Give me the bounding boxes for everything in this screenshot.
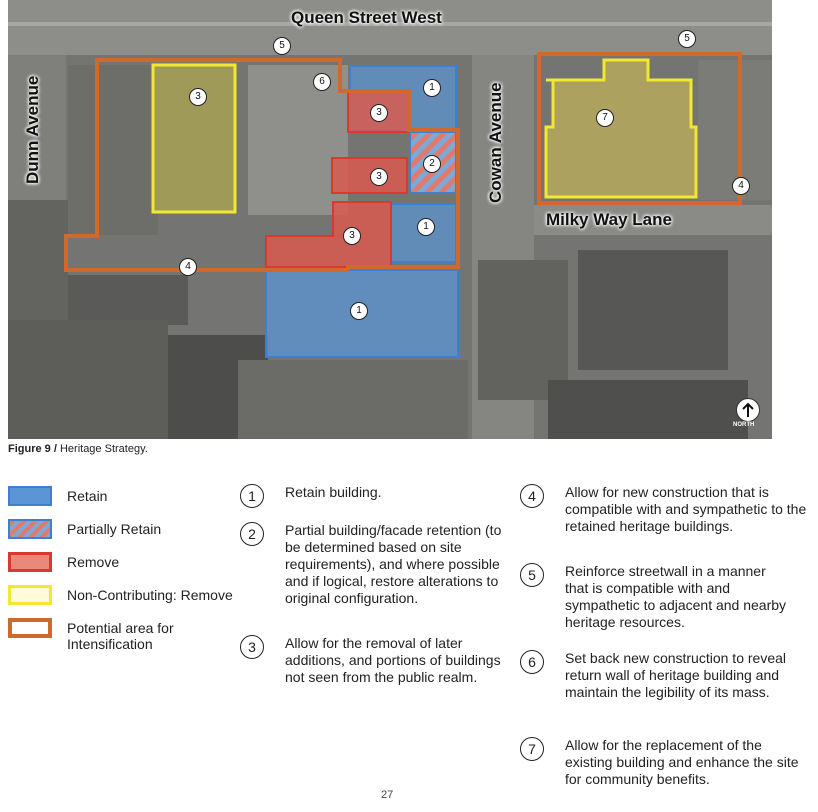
legend-label-retain: Retain <box>67 488 108 504</box>
note-text: Partial building/facade retention (to be… <box>285 522 502 606</box>
legend-swatch-intensification <box>8 618 52 638</box>
aerial-map: Queen Street West Dunn Avenue Cowan Aven… <box>8 0 772 439</box>
legend-label-partially-retain: Partially Retain <box>67 521 162 537</box>
note-text: Allow for the removal of later additions… <box>285 635 501 685</box>
note-number: 5 <box>520 563 544 587</box>
legend-swatch-non-contributing <box>8 585 52 605</box>
street-label-dunn-avenue: Dunn Avenue <box>23 75 42 184</box>
map-marker-5a: 5 <box>273 37 291 55</box>
map-marker-3-top: 3 <box>370 104 388 122</box>
map-marker-1-bottom: 1 <box>350 302 368 320</box>
note-number: 2 <box>240 522 264 546</box>
note-number: 6 <box>520 650 544 674</box>
note-text: Allow for the replacement of the existin… <box>565 737 799 787</box>
note-number: 7 <box>520 737 544 761</box>
note-text: Allow for new construction that is compa… <box>565 484 807 534</box>
legend-label-non-contributing: Non-Contributing: Remove <box>67 587 233 603</box>
north-arrow-icon <box>736 398 760 422</box>
map-marker-4-west: 4 <box>179 258 197 276</box>
note-text: Reinforce streetwall in a manner that is… <box>565 563 787 630</box>
legend-swatch-partially-retain <box>8 519 52 539</box>
map-marker-5b: 5 <box>678 30 696 48</box>
legend-label-remove: Remove <box>67 554 120 570</box>
legend-label-intensification: Potential area for Intensification <box>67 620 174 652</box>
note-number: 4 <box>520 484 544 508</box>
street-label-queen-street-west: Queen Street West <box>291 8 442 27</box>
map-marker-1-middle: 1 <box>417 218 435 236</box>
page-number: 27 <box>381 789 394 801</box>
north-label: NORTH <box>733 422 755 428</box>
note-text: Retain building. <box>285 484 382 500</box>
map-marker-3-middle: 3 <box>370 168 388 186</box>
street-label-milky-way-lane: Milky Way Lane <box>546 210 672 229</box>
legend-swatch-retain <box>8 486 52 506</box>
figure-caption: Figure 9 / Heritage Strategy. <box>8 443 148 455</box>
map-marker-1-top: 1 <box>423 79 441 97</box>
map-marker-3-west: 3 <box>189 88 207 106</box>
note-number: 3 <box>240 635 264 659</box>
note-number: 1 <box>240 484 264 508</box>
map-graphic <box>8 0 772 439</box>
figure-caption-text: Heritage Strategy. <box>59 443 148 455</box>
street-label-cowan-avenue: Cowan Avenue <box>486 82 505 203</box>
figure-caption-label: Figure 9 / <box>8 443 57 455</box>
map-marker-3-lower: 3 <box>343 227 361 245</box>
map-marker-4-east: 4 <box>732 177 750 195</box>
note-text: Set back new construction to reveal retu… <box>565 650 787 700</box>
map-marker-2: 2 <box>423 155 441 173</box>
map-marker-7: 7 <box>596 109 614 127</box>
legend-swatch-remove <box>8 552 52 572</box>
map-marker-6: 6 <box>313 73 331 91</box>
